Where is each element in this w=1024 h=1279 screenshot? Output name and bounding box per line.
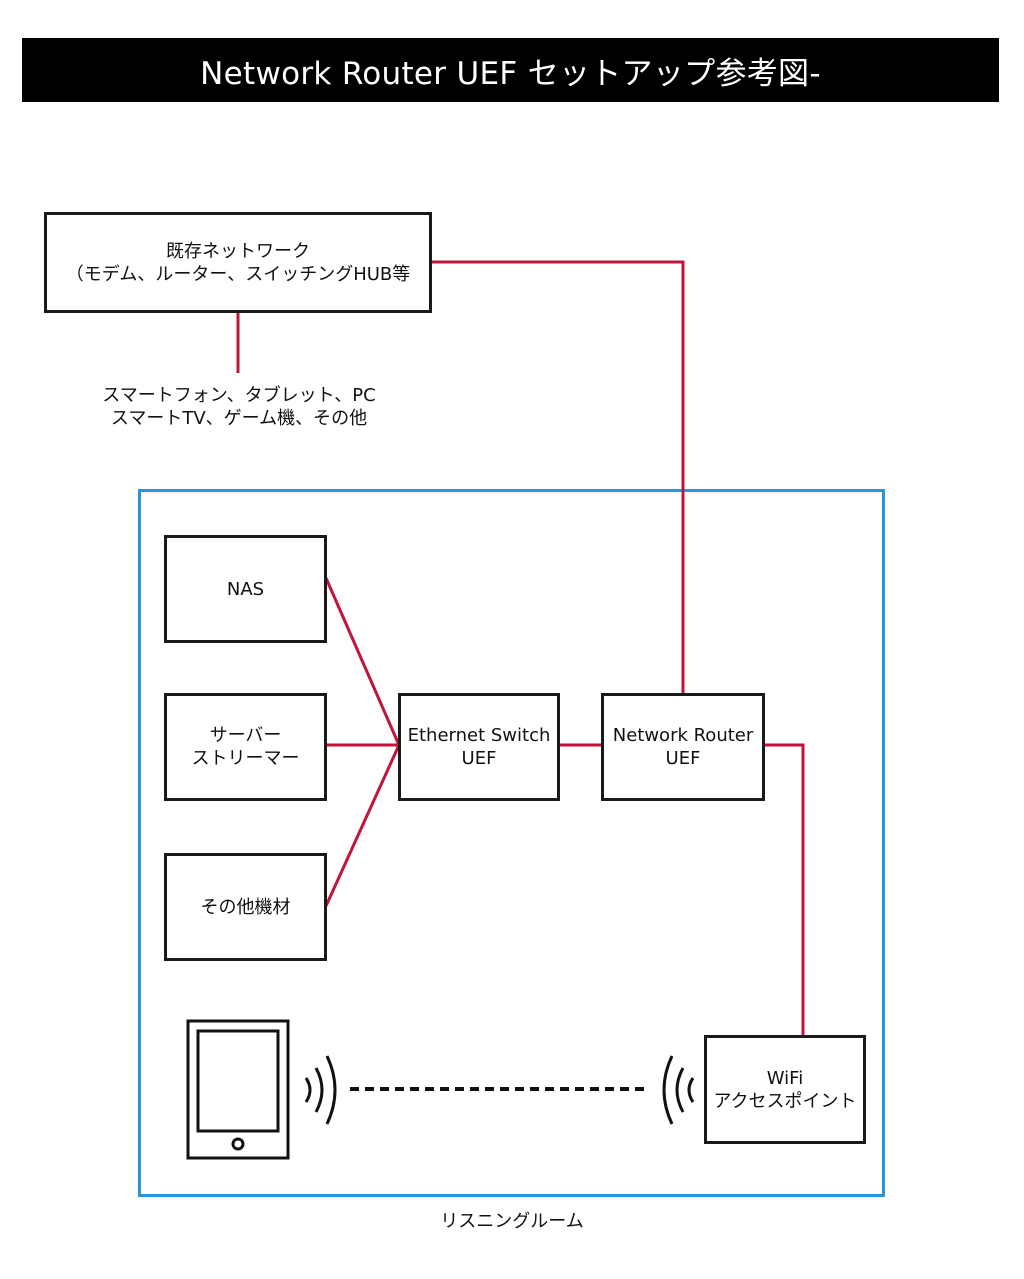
nas-label: NAS <box>226 578 265 600</box>
wifi-line1: WiFi <box>766 1067 804 1089</box>
server-line2: ストリーマー <box>191 748 300 769</box>
wire-nas-to-switch <box>324 577 401 746</box>
listening-room-frame <box>138 489 885 1197</box>
switch-line2: UEF <box>461 748 497 769</box>
router-line2: UEF <box>665 748 701 769</box>
router-line1: Network Router <box>612 725 754 746</box>
client-devices-line1: スマートフォン、タブレット、PC <box>102 385 376 406</box>
wire-router-to-wifi <box>764 743 805 1035</box>
wifi-line2: アクセスポイント <box>713 1090 857 1112</box>
wireless-signal-right-icon <box>655 1050 699 1130</box>
server-streamer-box: サーバー ストリーマー <box>164 693 327 801</box>
existing-network-line2: （モデム、ルーター、スイッチングHUB等 <box>65 263 411 285</box>
wire-other-to-switch <box>324 744 401 907</box>
server-line1: サーバー <box>209 725 282 746</box>
client-devices-line2: スマートTV、ゲーム機、その他 <box>110 408 368 429</box>
tablet-icon <box>186 1019 290 1160</box>
other-devices-box: その他機材 <box>164 853 327 961</box>
network-router-box: Network Router UEF <box>601 693 765 801</box>
client-devices-caption: スマートフォン、タブレット、PC スマートTV、ゲーム機、その他 <box>98 384 380 430</box>
existing-network-box: 既存ネットワーク （モデム、ルーター、スイッチングHUB等 <box>44 212 432 313</box>
diagram-title-text: Network Router UEF セットアップ参考図- <box>200 55 821 92</box>
other-devices-label: その他機材 <box>200 896 291 918</box>
nas-box: NAS <box>164 535 327 643</box>
switch-line1: Ethernet Switch <box>407 725 551 746</box>
existing-network-line1: 既存ネットワーク <box>166 240 310 262</box>
wireless-signal-left-icon <box>300 1050 344 1130</box>
listening-room-label: リスニングルーム <box>400 1210 624 1233</box>
wire-existing-to-router <box>431 260 685 694</box>
listening-room-label-text: リスニングルーム <box>440 1211 584 1232</box>
wifi-access-point-box: WiFi アクセスポイント <box>704 1035 866 1144</box>
ethernet-switch-box: Ethernet Switch UEF <box>398 693 560 801</box>
diagram-title: Network Router UEF セットアップ参考図- <box>22 38 999 102</box>
